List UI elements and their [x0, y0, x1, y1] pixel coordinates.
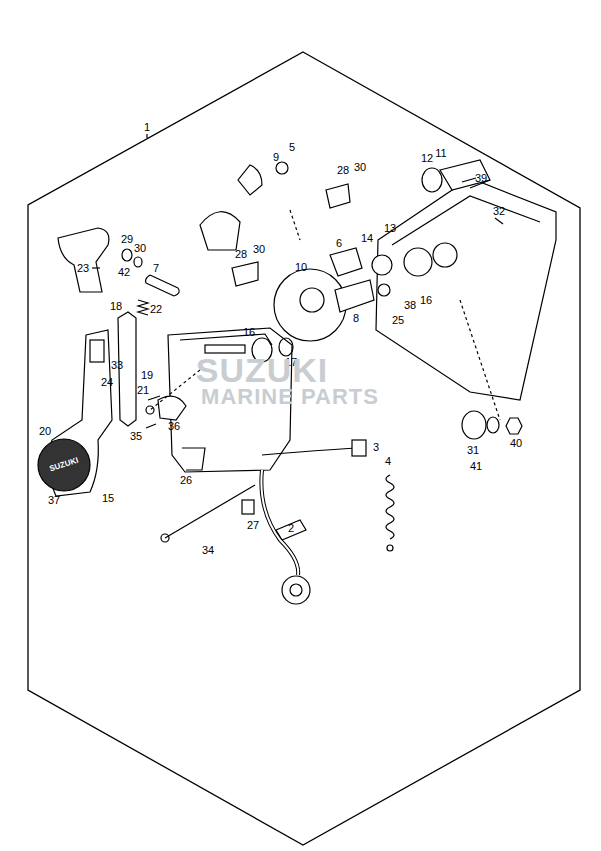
callout-number: 39: [475, 173, 487, 184]
callout-number: 32: [493, 206, 505, 217]
callout-number: 30: [253, 244, 265, 255]
callout-number: 26: [180, 475, 192, 486]
callout-number: 2: [288, 523, 294, 534]
callout-number: 14: [361, 233, 373, 244]
callout-number: 21: [137, 385, 149, 396]
callout-number: 30: [134, 243, 146, 254]
callout-number: 38: [404, 300, 416, 311]
callout-number: 40: [510, 438, 522, 449]
callout-number: 41: [470, 461, 482, 472]
callout-number: 24: [101, 377, 113, 388]
callout-number: 25: [392, 315, 404, 326]
callout-number: 16: [420, 295, 432, 306]
callout-number: 16: [243, 327, 255, 338]
callout-number: 31: [467, 445, 479, 456]
callout-number: 13: [384, 223, 396, 234]
callout-number: 10: [295, 262, 307, 273]
callout-number: 6: [336, 238, 342, 249]
watermark: SUZUKI: [196, 353, 329, 387]
callout-number: 23: [77, 263, 89, 274]
callout-number: 8: [353, 313, 359, 324]
callout-number: 42: [118, 267, 130, 278]
callout-number: 28: [337, 165, 349, 176]
callout-number: 18: [110, 301, 122, 312]
callout-number: 12: [421, 153, 433, 164]
callout-number: 15: [102, 493, 114, 504]
callout-number: 36: [168, 421, 180, 432]
callout-number: 7: [153, 263, 159, 274]
callout-number: 22: [150, 304, 162, 315]
callout-number: 29: [121, 234, 133, 245]
callout-number: 34: [202, 545, 214, 556]
watermark: MARINE PARTS: [201, 386, 379, 408]
callout-number: 1: [144, 122, 150, 133]
callout-number: 19: [141, 370, 153, 381]
callout-number: 11: [435, 148, 446, 159]
callout-number: 27: [247, 520, 259, 531]
callout-number: 4: [385, 456, 391, 467]
callout-number: 5: [289, 142, 295, 153]
callout-number: 20: [39, 426, 51, 437]
callout-number: 9: [273, 152, 279, 163]
callout-number: 28: [235, 249, 247, 260]
callout-number: 3: [373, 442, 379, 453]
callout-number: 30: [354, 162, 366, 173]
callout-number: 37: [48, 495, 60, 506]
callout-number: 33: [111, 360, 123, 371]
callout-number: 35: [130, 431, 142, 442]
